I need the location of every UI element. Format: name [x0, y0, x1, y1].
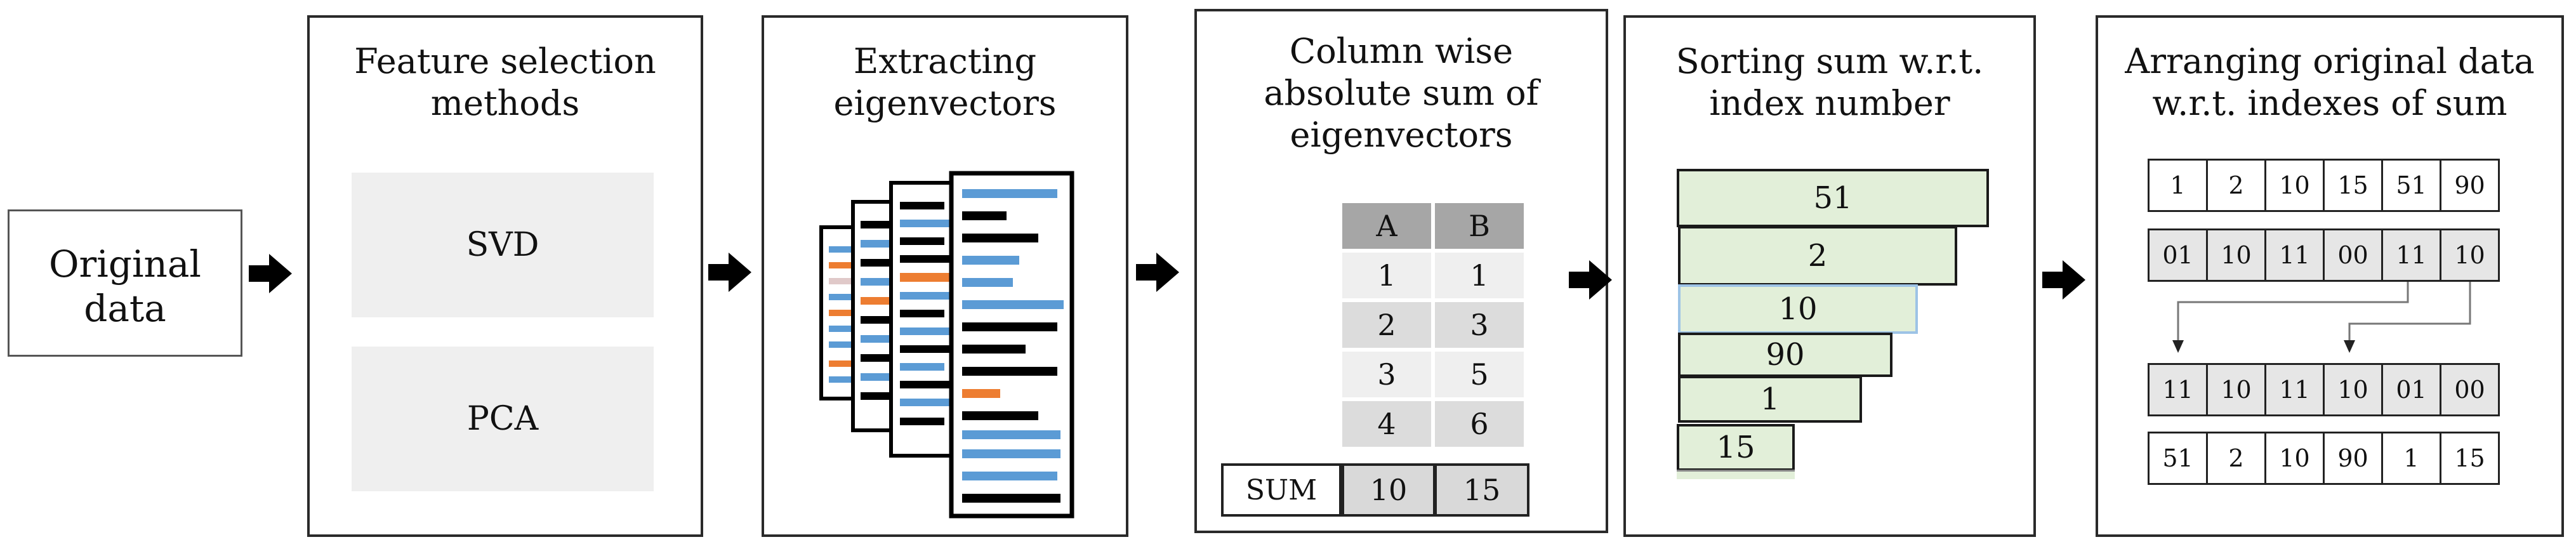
- arrow-right-icon: [708, 253, 751, 292]
- arrow-right-icon: [2042, 260, 2085, 300]
- index-row: 1 2 10 15 51 90: [2148, 159, 2500, 212]
- sum-value-a: 10: [1342, 463, 1436, 517]
- feature-selection-panel: Feature selection methods SVD PCA: [307, 15, 703, 537]
- sorted-index-cell: 2: [2206, 432, 2266, 485]
- sorted-index-row: 51 2 10 90 1 15: [2148, 432, 2500, 485]
- table-cell: 1: [1435, 253, 1524, 298]
- data-cell: 11: [2381, 228, 2441, 282]
- table-cell: 2: [1342, 302, 1431, 348]
- table-cell: 5: [1435, 352, 1524, 397]
- column-header-b: B: [1435, 203, 1524, 249]
- index-cell: 2: [2206, 159, 2266, 212]
- data-cell: 00: [2323, 228, 2383, 282]
- table-row: 4 6: [1342, 401, 1524, 447]
- sorted-index-cell: 10: [2264, 432, 2325, 485]
- table-cell: 1: [1342, 253, 1431, 298]
- table-header-row: A B: [1342, 203, 1524, 249]
- pca-method-box: PCA: [352, 347, 654, 491]
- bar-stub: [1677, 470, 1795, 479]
- extracting-eigenvectors-panel: Extracting eigenvectors: [762, 15, 1128, 537]
- arranged-cell: 11: [2264, 363, 2325, 416]
- sorted-sum-bar: 1: [1678, 376, 1862, 423]
- original-data-line2: data: [84, 287, 166, 330]
- arranged-cell: 10: [2323, 363, 2383, 416]
- sorted-index-cell: 1: [2381, 432, 2441, 485]
- data-cell: 10: [2440, 228, 2500, 282]
- sorted-index-cell: 90: [2323, 432, 2383, 485]
- eigenvector-stack-illustration: [819, 171, 1074, 519]
- sorted-index-cell: 51: [2148, 432, 2208, 485]
- arranging-data-panel: Arranging original data w.r.t. indexes o…: [2096, 15, 2564, 537]
- original-data-box: Original data: [8, 209, 242, 357]
- eigenvector-sum-table: A B 1 1 2 3 3 5 4 6: [1338, 199, 1528, 451]
- arrow-right-icon: [249, 254, 292, 293]
- arranged-cell: 01: [2381, 363, 2441, 416]
- svd-method-box: SVD: [352, 173, 654, 317]
- data-cell: 10: [2206, 228, 2266, 282]
- sorted-sum-bar: 15: [1677, 424, 1795, 471]
- data-cell: 01: [2148, 228, 2208, 282]
- sorted-sum-bar: 90: [1678, 333, 1892, 377]
- sorted-sum-bar: 10: [1678, 284, 1918, 334]
- mapping-connector-lines: [2172, 282, 2471, 353]
- index-cell: 15: [2323, 159, 2383, 212]
- index-cell: 1: [2148, 159, 2208, 212]
- index-cell: 90: [2440, 159, 2500, 212]
- column-sum-panel: Column wise absolute sum of eigenvectors…: [1194, 9, 1608, 533]
- column-sum-title: Column wise absolute sum of eigenvectors: [1264, 31, 1539, 155]
- table-row: 3 5: [1342, 352, 1524, 397]
- sorted-index-cell: 15: [2440, 432, 2500, 485]
- data-row: 01 10 11 00 11 10: [2148, 228, 2500, 282]
- table-cell: 4: [1342, 401, 1431, 447]
- sorted-sum-bar: 51: [1677, 169, 1989, 227]
- sorting-sum-panel: Sorting sum w.r.t. index number 51 2 10 …: [1623, 15, 2036, 537]
- table-cell: 3: [1435, 302, 1524, 348]
- table-row: 2 3: [1342, 302, 1524, 348]
- sorting-sum-title: Sorting sum w.r.t. index number: [1675, 41, 1984, 123]
- table-cell: 3: [1342, 352, 1431, 397]
- arranged-cell: 00: [2440, 363, 2500, 416]
- feature-selection-title: Feature selection methods: [354, 41, 656, 123]
- arranged-data-row: 11 10 11 10 01 00: [2148, 363, 2500, 416]
- arranged-cell: 10: [2206, 363, 2266, 416]
- arrow-right-icon: [1569, 260, 1612, 300]
- sum-label: SUM: [1221, 463, 1342, 517]
- data-cell: 11: [2264, 228, 2325, 282]
- arranging-data-title: Arranging original data w.r.t. indexes o…: [2125, 41, 2535, 123]
- sorted-sum-bar: 2: [1678, 226, 1957, 286]
- column-header-a: A: [1342, 203, 1431, 249]
- table-cell: 6: [1435, 401, 1524, 447]
- extracting-eigenvectors-title: Extracting eigenvectors: [833, 41, 1057, 123]
- table-row: 1 1: [1342, 253, 1524, 298]
- sum-value-b: 15: [1434, 463, 1529, 517]
- arrow-right-icon: [1136, 253, 1179, 292]
- original-data-line1: Original: [49, 242, 201, 286]
- arranged-cell: 11: [2148, 363, 2208, 416]
